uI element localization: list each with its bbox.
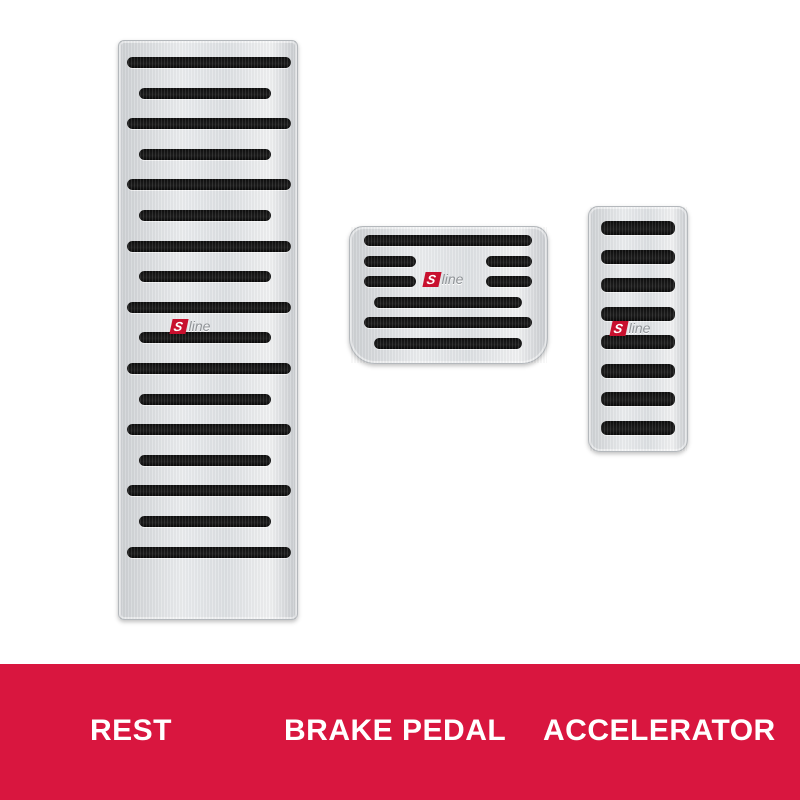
rubber-grip-strip [374,296,522,308]
rubber-grip-strip [139,516,271,527]
rubber-grip-strip [601,278,675,292]
rubber-grip-strip [127,301,291,313]
rubber-grip-strip [486,276,532,287]
rubber-grip-strip [601,249,675,264]
rest-pedal-plate: S line [118,40,298,620]
rubber-grip-strip [139,210,271,221]
rest-label: REST [90,714,173,747]
rubber-grip-strip [139,271,271,283]
s-logo-icon: S [169,319,189,334]
line-text: line [188,318,211,334]
rubber-grip-strip [127,363,291,374]
s-logo-icon: S [609,321,629,336]
rubber-grip-strip [601,221,675,235]
rubber-grip-strip [127,118,291,130]
rubber-grip-strip [601,335,675,349]
s-line-badge: S line [169,318,211,334]
rubber-grip-strip [486,255,532,267]
accelerator-pedal-plate: S line [588,206,688,452]
rubber-grip-strip [364,276,416,287]
rubber-grip-strip [601,392,675,406]
rubber-grip-strip [127,546,291,558]
rubber-grip-strip [127,424,291,436]
rubber-grip-strip [374,337,522,349]
rubber-grip-strip [601,363,675,378]
rubber-grip-strip [364,317,532,328]
line-text: line [441,271,464,287]
accelerator-label: ACCELERATOR [543,714,776,747]
rubber-grip-strip [139,393,271,405]
rubber-grip-strip [127,485,291,497]
line-text: line [628,320,651,336]
rubber-grip-strip [139,332,271,344]
rubber-grip-strip [139,87,271,99]
rubber-grip-strip [601,306,675,321]
rubber-grip-strip [364,255,416,267]
s-logo-icon: S [422,272,442,287]
rubber-grip-strip [127,240,291,252]
rubber-grip-strip [139,454,271,466]
brake-pedal-plate: S line [349,226,548,364]
rubber-grip-strip [139,148,271,160]
s-line-badge: S line [422,271,464,287]
label-banner [0,664,800,800]
s-line-badge: S line [609,320,651,336]
brake-pedal-label: BRAKE PEDAL [284,714,507,747]
product-photo: S line S line S line [118,40,688,620]
rubber-grip-strip [127,179,291,191]
rubber-grip-strip [601,420,675,435]
rubber-grip-strip [127,57,291,68]
rubber-grip-strip [364,235,532,246]
